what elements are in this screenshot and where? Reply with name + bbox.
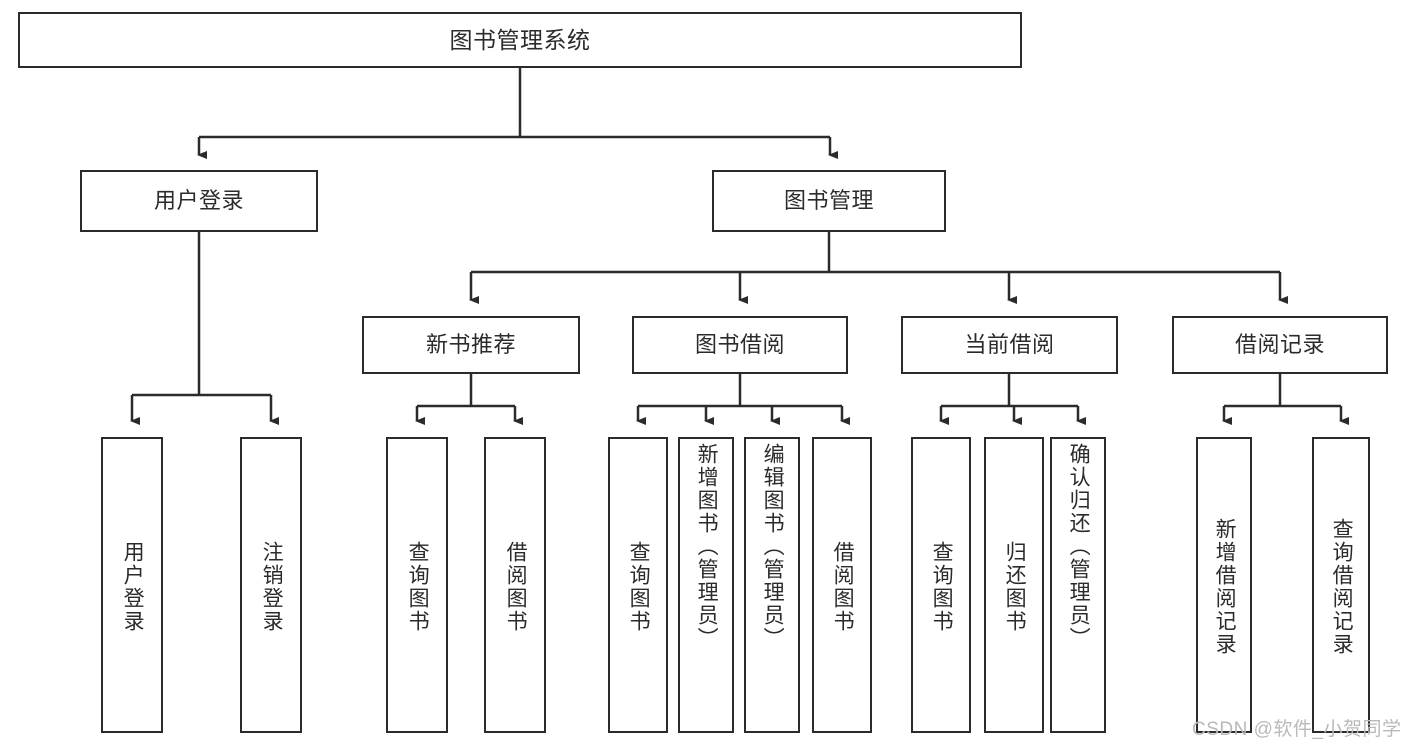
node-leaf-confirm-return-admin[interactable]: 确认归还（管理员）	[1050, 437, 1106, 733]
node-book-manage-label: 图书管理	[783, 188, 874, 214]
node-leaf-borrow-book-2-label: 借阅图书	[831, 541, 855, 633]
node-borrow-record-label: 借阅记录	[1234, 332, 1325, 358]
node-leaf-add-borrow-record[interactable]: 新增借阅记录	[1196, 437, 1252, 733]
node-leaf-logout-label: 注销登录	[260, 541, 284, 633]
node-leaf-user-login[interactable]: 用户登录	[101, 437, 163, 733]
node-leaf-logout[interactable]: 注销登录	[240, 437, 302, 733]
node-leaf-borrow-book-1-label: 借阅图书	[504, 541, 528, 633]
csdn-watermark: CSDN @软件_小贺同学	[1192, 719, 1402, 740]
node-book-borrow-label: 图书借阅	[694, 332, 785, 358]
node-leaf-add-book-admin[interactable]: 新增图书（管理员）	[678, 437, 734, 733]
node-leaf-query-book-2[interactable]: 查询图书	[608, 437, 668, 733]
node-leaf-query-book-3-label: 查询图书	[930, 541, 954, 633]
node-leaf-query-book-3[interactable]: 查询图书	[911, 437, 971, 733]
node-root-label: 图书管理系统	[449, 26, 591, 53]
node-current-borrow[interactable]: 当前借阅	[901, 316, 1118, 374]
node-book-borrow[interactable]: 图书借阅	[632, 316, 848, 374]
node-root[interactable]: 图书管理系统	[18, 12, 1022, 68]
node-new-book-rec[interactable]: 新书推荐	[362, 316, 580, 374]
node-leaf-query-book-1-label: 查询图书	[406, 541, 430, 633]
node-new-book-rec-label: 新书推荐	[425, 332, 516, 358]
node-leaf-query-borrow-record-label: 查询借阅记录	[1330, 518, 1354, 656]
node-leaf-add-book-admin-label: 新增图书（管理员）	[695, 443, 719, 650]
node-leaf-edit-book-admin-label: 编辑图书（管理员）	[761, 443, 785, 650]
node-leaf-query-book-2-label: 查询图书	[627, 541, 651, 633]
node-leaf-edit-book-admin[interactable]: 编辑图书（管理员）	[744, 437, 800, 733]
node-leaf-query-book-1[interactable]: 查询图书	[386, 437, 448, 733]
node-book-manage[interactable]: 图书管理	[712, 170, 946, 232]
node-current-borrow-label: 当前借阅	[964, 332, 1055, 358]
node-leaf-confirm-return-admin-label: 确认归还（管理员）	[1067, 443, 1091, 650]
node-leaf-return-book-label: 归还图书	[1003, 541, 1027, 633]
node-leaf-borrow-book-2[interactable]: 借阅图书	[812, 437, 872, 733]
node-user-login-label: 用户登录	[153, 188, 244, 214]
node-user-login[interactable]: 用户登录	[80, 170, 318, 232]
node-leaf-user-login-label: 用户登录	[121, 541, 145, 633]
node-leaf-borrow-book-1[interactable]: 借阅图书	[484, 437, 546, 733]
node-leaf-query-borrow-record[interactable]: 查询借阅记录	[1312, 437, 1370, 733]
node-borrow-record[interactable]: 借阅记录	[1172, 316, 1388, 374]
node-leaf-add-borrow-record-label: 新增借阅记录	[1213, 518, 1237, 656]
node-leaf-return-book[interactable]: 归还图书	[984, 437, 1044, 733]
